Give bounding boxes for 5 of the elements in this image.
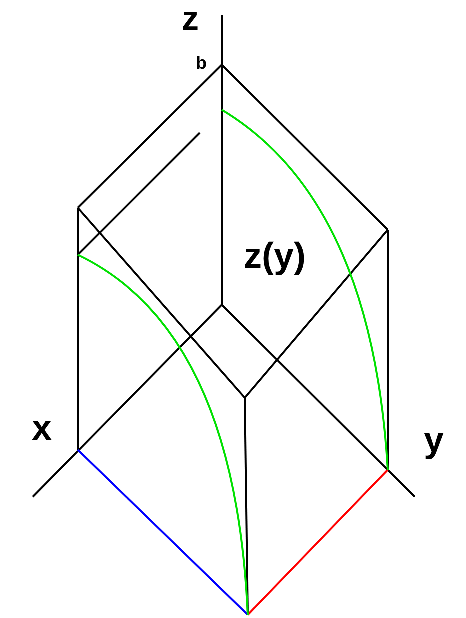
axis-label: b	[196, 54, 207, 72]
axis-label: z(y)	[244, 238, 306, 274]
axis-label: x	[32, 410, 52, 446]
axis-label: z	[182, 2, 199, 36]
axis-label: y	[424, 422, 444, 458]
